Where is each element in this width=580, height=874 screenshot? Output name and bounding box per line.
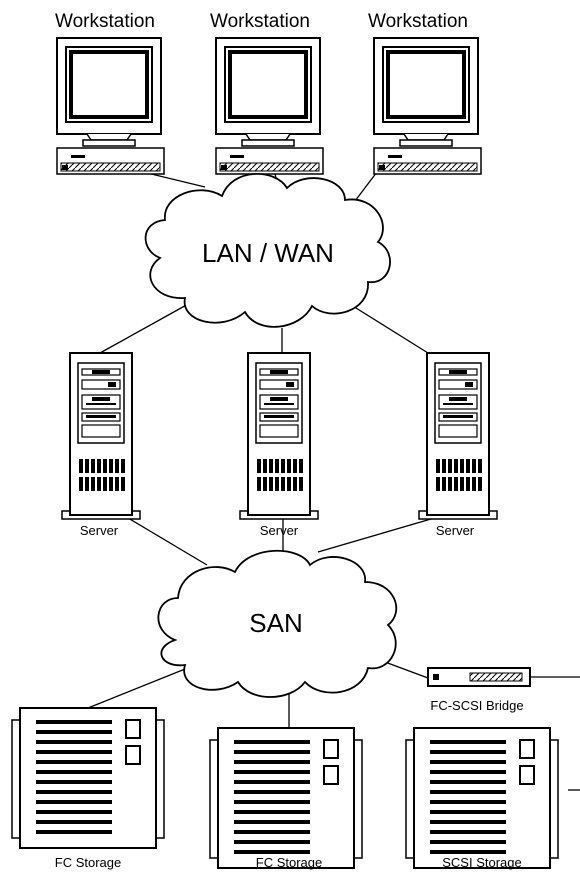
fc-storage-2: FC Storage	[209, 727, 363, 870]
server-1-icon	[61, 352, 141, 520]
lan-wan-label: LAN / WAN	[202, 238, 334, 268]
fc-storage-2-icon	[209, 727, 363, 869]
workstation-1-label: Workstation	[55, 11, 155, 32]
scsi-storage-label: SCSI Storage	[442, 855, 522, 870]
lan-wan-cloud-icon	[144, 173, 391, 328]
server-2-label: Server	[260, 523, 299, 538]
link-lan-srv1	[99, 302, 191, 354]
link-srv1-san	[117, 511, 208, 566]
workstation-3-icon	[372, 36, 483, 176]
workstation-1-icon	[55, 36, 166, 176]
server-2: Server	[239, 352, 319, 538]
fc-storage-1-label: FC Storage	[55, 855, 121, 870]
link-san-bridge	[384, 661, 429, 679]
scsi-storage: SCSI Storage	[405, 727, 559, 870]
fc-storage-2-label: FC Storage	[256, 855, 322, 870]
workstation-2-icon	[214, 36, 325, 176]
lan-wan-cloud: LAN / WAN	[144, 173, 391, 328]
server-3-icon	[418, 352, 498, 520]
san-label: SAN	[249, 608, 302, 638]
san-cloud-icon	[157, 549, 398, 698]
server-1-label: Server	[80, 523, 119, 538]
connections	[87, 159, 580, 791]
workstation-3: Workstation	[368, 11, 483, 176]
fc-scsi-bridge: FC-SCSI Bridge	[427, 667, 531, 713]
fc-storage-1: FC Storage	[11, 707, 165, 870]
server-3-label: Server	[436, 523, 475, 538]
link-lan-srv3	[347, 302, 429, 354]
workstation-3-label: Workstation	[368, 11, 468, 32]
link-san-fc1	[87, 666, 191, 709]
server-3: Server	[418, 352, 498, 538]
fc-storage-1-icon	[11, 707, 165, 849]
server-1: Server	[61, 352, 141, 538]
san-cloud: SAN	[157, 549, 398, 698]
server-2-icon	[239, 352, 319, 520]
scsi-storage-icon	[405, 727, 559, 869]
workstation-1: Workstation	[55, 11, 166, 176]
bridge-label: FC-SCSI Bridge	[430, 698, 523, 713]
workstation-2-label: Workstation	[210, 11, 310, 32]
workstation-2: Workstation	[210, 11, 325, 176]
